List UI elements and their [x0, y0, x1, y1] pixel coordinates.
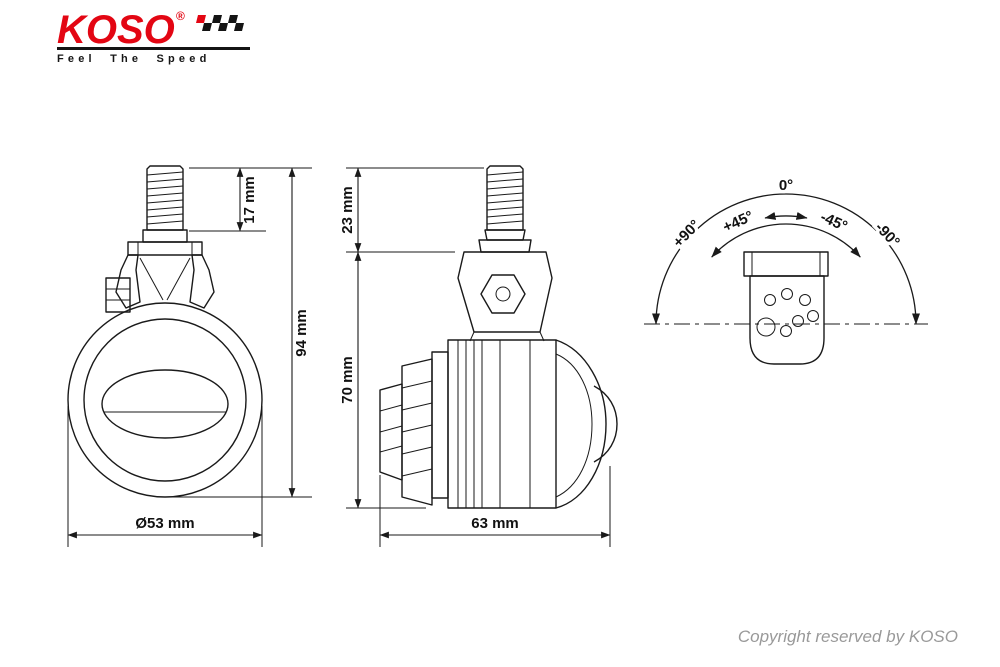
angle-label-0: 0° — [779, 177, 793, 194]
pivot-hex-nut — [480, 274, 526, 314]
outer-90-arc — [652, 193, 920, 325]
brand-wordmark: KOSO — [57, 8, 175, 52]
front-threaded-stud — [146, 165, 184, 231]
front-lamp-body — [67, 302, 263, 498]
front-dome-profile — [555, 339, 607, 509]
dim-label-63mm: 63 mm — [471, 515, 519, 532]
logo-underline — [57, 47, 250, 50]
dimension-front-thread: 17 mm — [189, 167, 312, 232]
lens-ellipse — [101, 369, 229, 439]
dim-label-23mm: 23 mm — [339, 186, 356, 234]
angle-label-plus45: +45° — [720, 208, 756, 236]
front-mount-bracket — [105, 229, 215, 313]
dimension-side-top: 23 mm — [339, 167, 484, 253]
koso-logo: KOSO ® Feel The Speed — [57, 8, 250, 65]
registered-trademark-symbol: ® — [176, 9, 185, 23]
inner-45-arc — [711, 223, 861, 258]
dimension-side-body: 70 mm — [339, 251, 426, 509]
front-view: 17 mm 94 mm Ø53 mm — [67, 165, 312, 547]
angle-label-plus90: +90° — [670, 217, 704, 251]
side-view: 23 mm 70 mm 63 mm — [339, 165, 618, 547]
angle-view: 0° +45° -45° +90° -90° — [644, 174, 928, 365]
checkered-flag-icon — [196, 15, 245, 31]
dim-label-94mm: 94 mm — [293, 309, 310, 357]
brand-tagline: Feel The Speed — [57, 53, 211, 65]
angle-label-minus90: -90° — [872, 219, 903, 251]
side-lamp-body — [379, 339, 618, 509]
dimension-side-length: 63 mm — [379, 466, 611, 547]
rotation-arcs — [652, 193, 920, 325]
angle-labels: 0° +45° -45° +90° -90° — [666, 174, 906, 255]
projector-lens-bulge — [593, 385, 618, 463]
side-mount-bracket — [457, 229, 553, 342]
copyright-text: Copyright reserved by KOSO — [738, 627, 958, 646]
side-threaded-stud — [486, 165, 524, 231]
angle-bracket — [743, 251, 829, 365]
zero-degree-arrow-arc — [764, 212, 808, 220]
dimension-front-height: 94 mm — [172, 167, 312, 498]
bracket-pivot-hole — [756, 317, 776, 337]
dimension-front-diameter: Ø53 mm — [67, 406, 263, 547]
dim-label-17mm: 17 mm — [241, 176, 258, 224]
dim-label-53mm: Ø53 mm — [135, 515, 194, 532]
dim-label-70mm: 70 mm — [339, 356, 356, 404]
